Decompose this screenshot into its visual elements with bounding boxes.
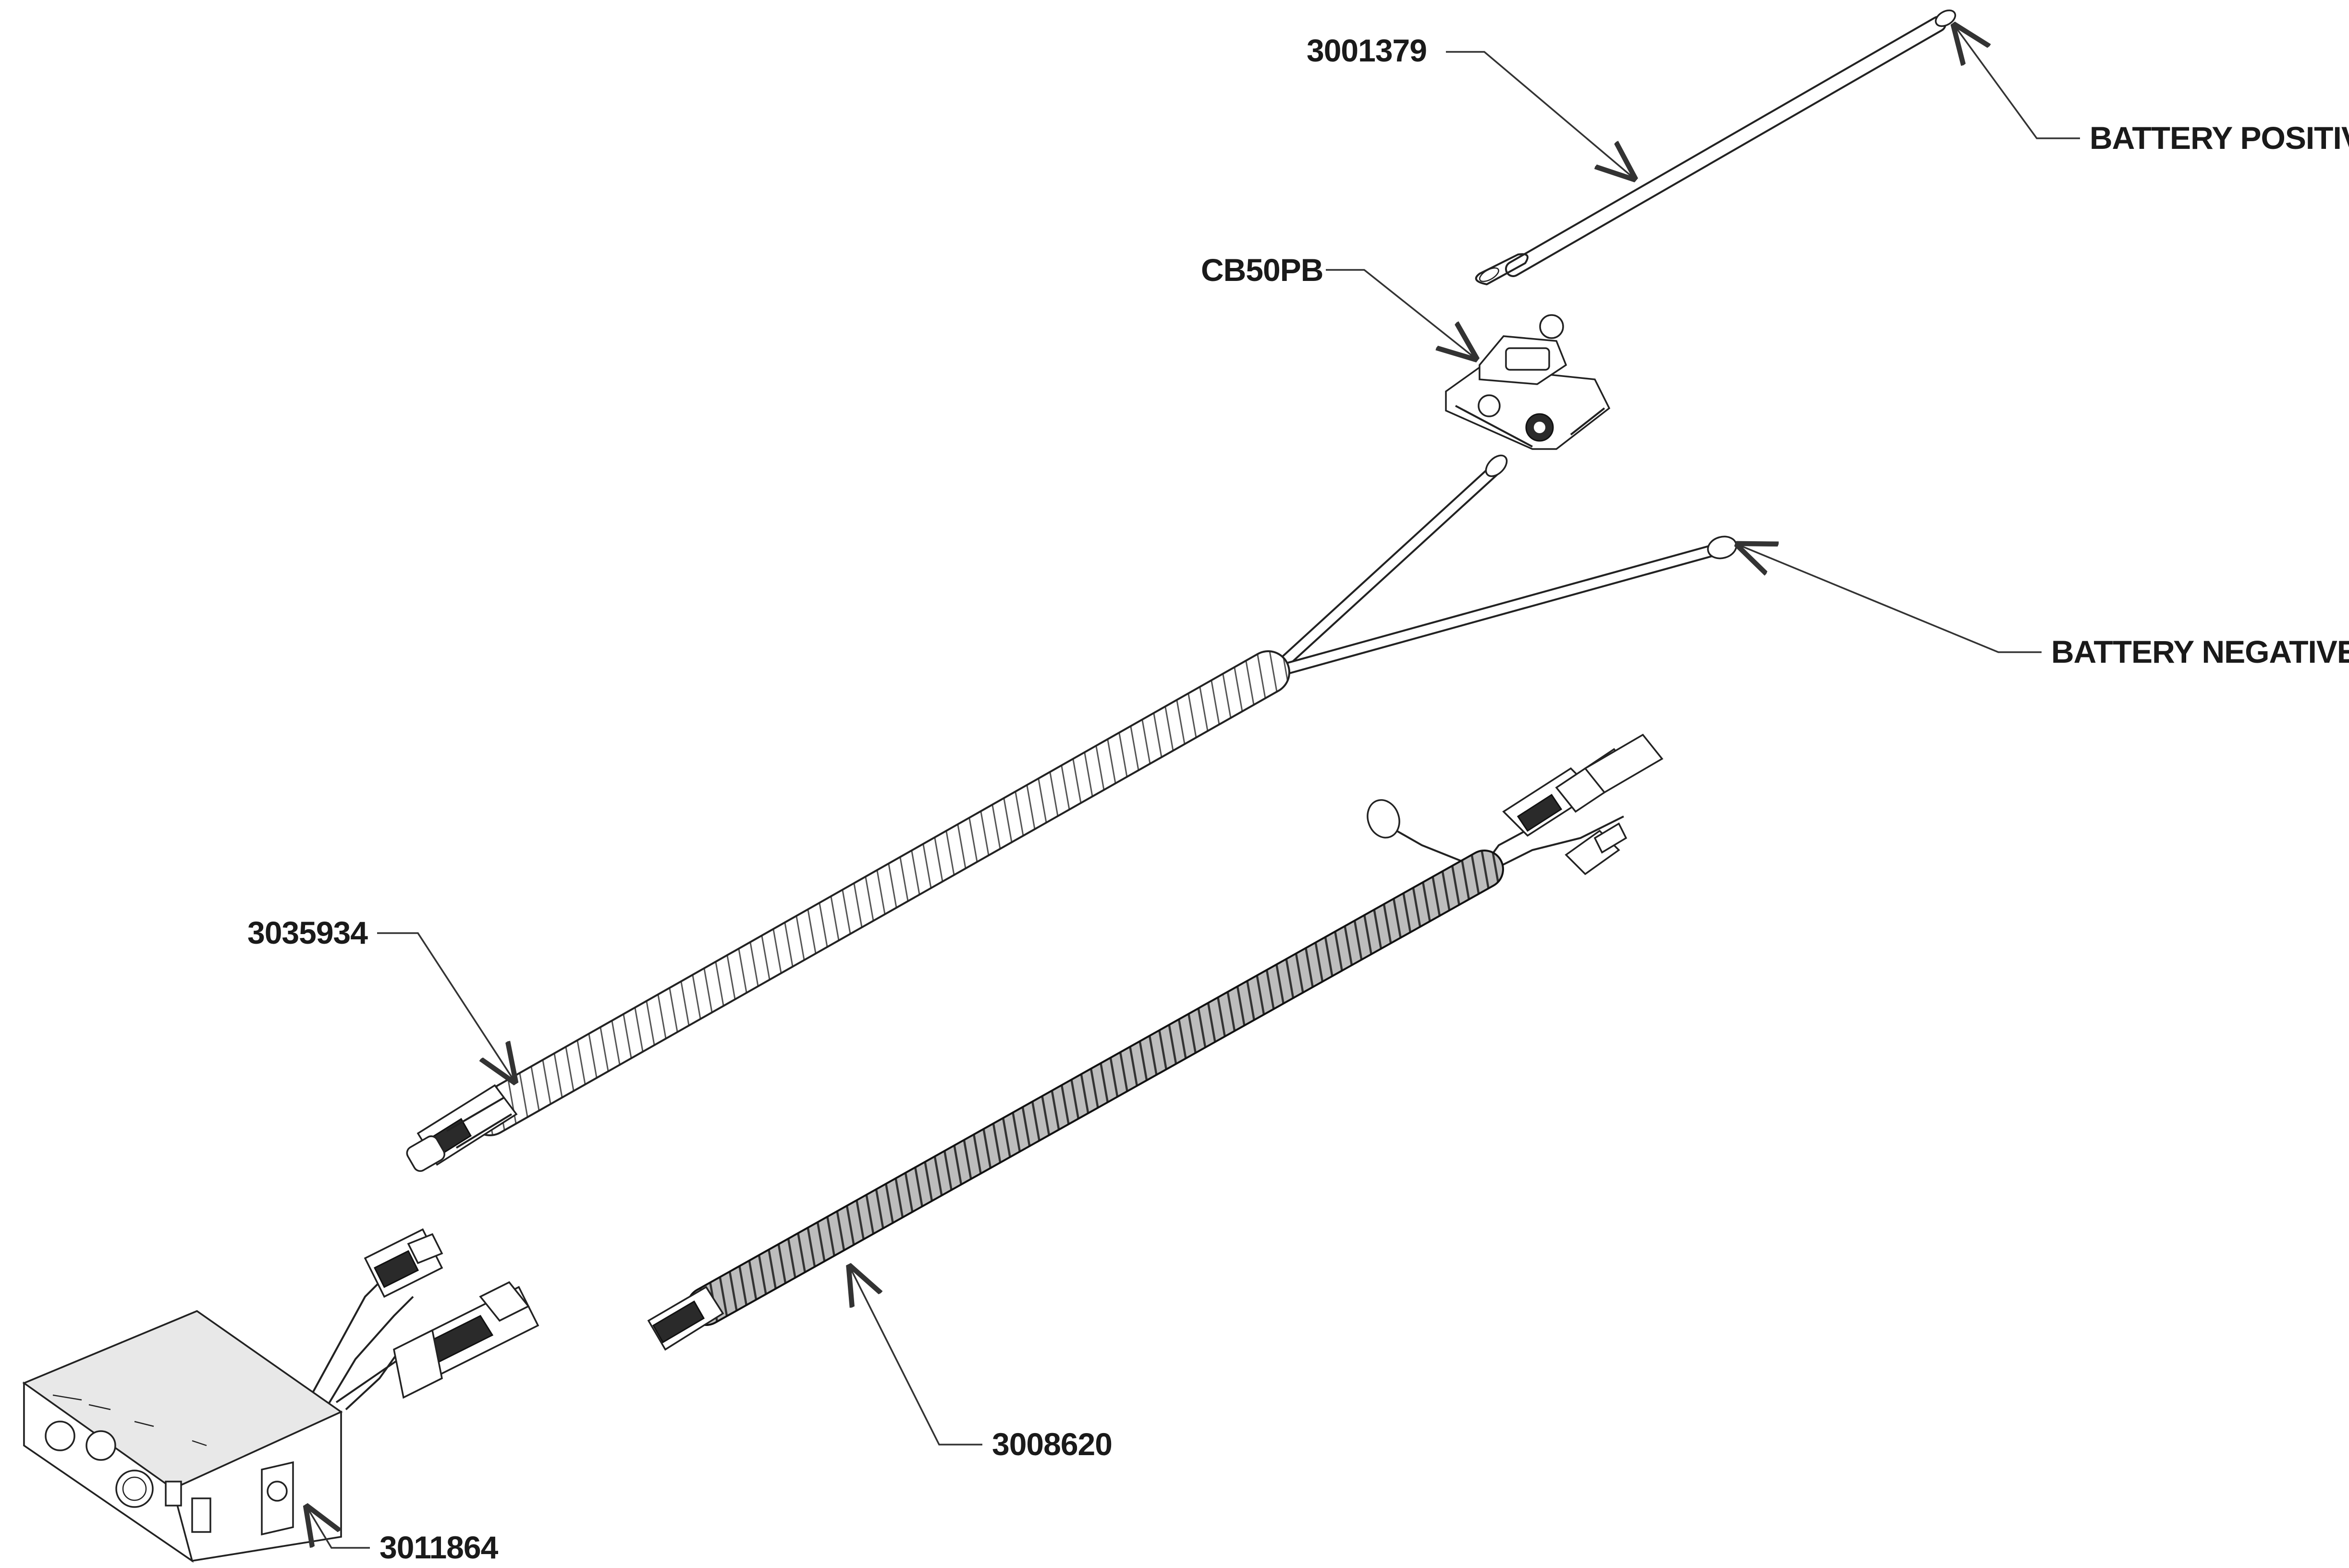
label-cb50pb: CB50PB (1201, 252, 1323, 288)
battery-positive-cable (1475, 9, 1957, 286)
label-3001379: 3001379 (1307, 33, 1427, 68)
callout-3011864: 3011864 (307, 1508, 499, 1565)
control-box-knob-middle (86, 1430, 116, 1461)
label-battery-positive: BATTERY POSITIVE (2090, 120, 2349, 156)
control-box-3011864 (22, 1228, 539, 1563)
callout-cb50pb: CB50PB (1201, 252, 1475, 358)
control-box-rocker-switch (191, 1497, 211, 1533)
control-box-dial (115, 1470, 154, 1508)
callout-3035934: 3035934 (247, 915, 514, 1081)
harness-3008620-connector-lower (1565, 822, 1627, 875)
control-box-switch (165, 1481, 182, 1507)
harness-3035934 (406, 454, 1737, 1172)
callout-3008620: 3008620 (850, 1268, 1113, 1462)
label-3011864: 3011864 (379, 1530, 499, 1565)
callout-battery-positive: BATTERY POSITIVE (1955, 26, 2349, 156)
callout-battery-negative: BATTERY NEGATIVE (1739, 545, 2349, 669)
harness-3008620-end-connector (647, 1286, 724, 1351)
control-box-knob-left (45, 1421, 75, 1451)
control-box-connector-upper (364, 1228, 443, 1298)
callout-3001379: 3001379 (1307, 33, 1633, 178)
harness-3008620-connector-upper (1502, 733, 1664, 837)
control-box-connector-lower (393, 1281, 539, 1399)
harness-3008620 (647, 733, 1664, 1351)
label-3008620: 3008620 (992, 1426, 1112, 1462)
label-battery-negative: BATTERY NEGATIVE (2051, 634, 2349, 669)
circuit-breaker-cb50pb (1445, 314, 1611, 450)
harness-3035934-connector (406, 1084, 518, 1172)
control-box-side-knob (267, 1481, 288, 1502)
label-3035934: 3035934 (247, 915, 368, 950)
